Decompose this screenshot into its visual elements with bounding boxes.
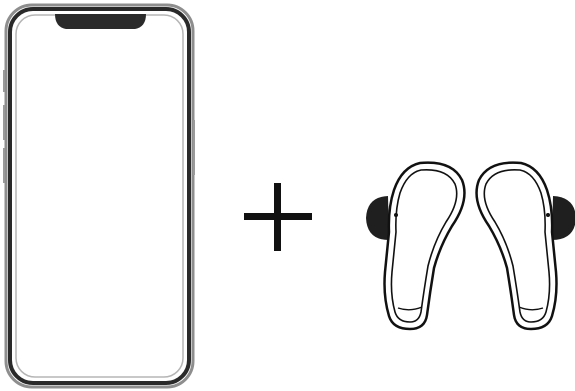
left-earbud-icon [366, 163, 464, 329]
plus-icon [244, 183, 312, 251]
right-eartip [552, 196, 575, 240]
right-earbud-icon [477, 163, 575, 329]
smartphone-icon [3, 5, 195, 387]
phone-notch [55, 14, 146, 29]
left-eartip [366, 196, 389, 240]
